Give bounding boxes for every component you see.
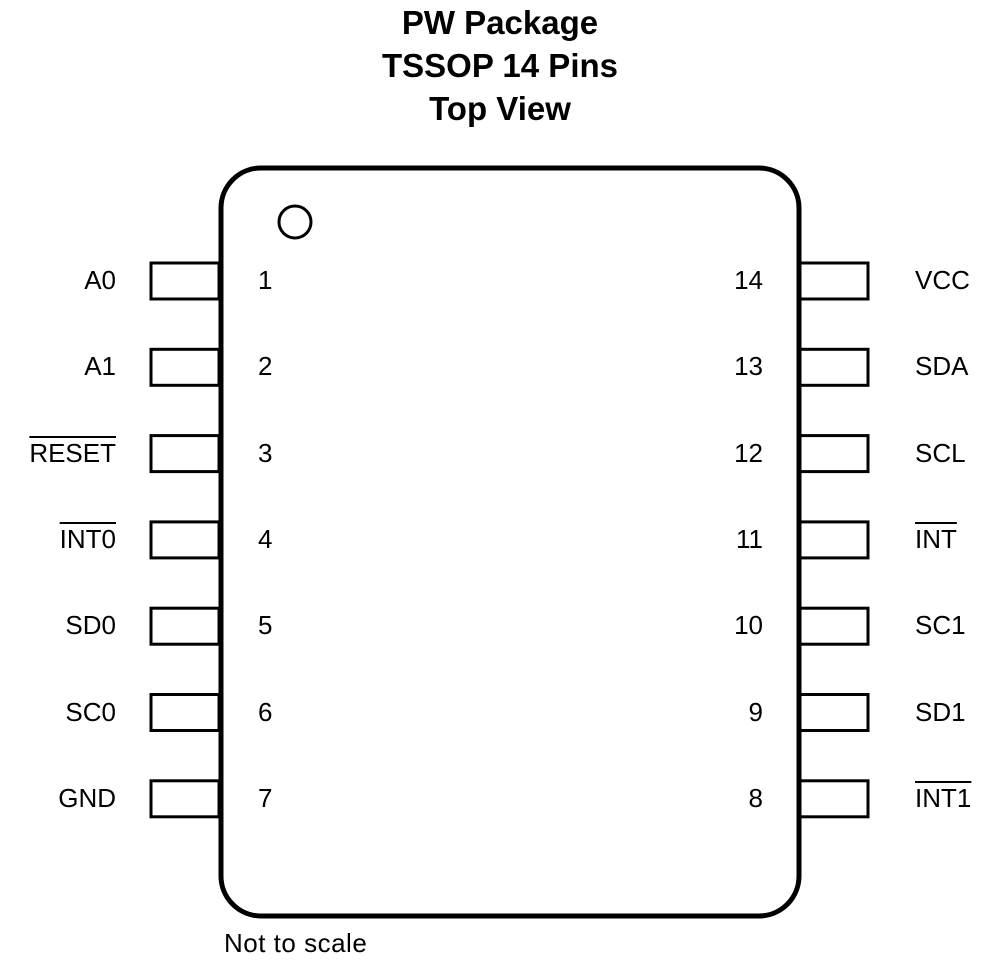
pin-name-sc1: SC1 <box>915 610 966 641</box>
left-pin-lead <box>149 347 221 387</box>
pin-number-6: 6 <box>258 696 273 727</box>
pin-number-14: 14 <box>734 265 763 295</box>
pin-number-10: 10 <box>734 610 763 641</box>
pin-name-a0: A0 <box>84 265 116 295</box>
package-body <box>218 165 802 919</box>
title-line-1: PW Package <box>401 4 599 41</box>
right-pin-lead <box>798 779 870 819</box>
right-pin-lead <box>798 520 870 560</box>
right-pin-lead <box>798 261 870 301</box>
left-pin-lead <box>149 261 221 301</box>
right-pin-lead <box>798 347 870 387</box>
pin-number-8: 8 <box>748 782 763 813</box>
pin-name-sda: SDA <box>915 351 969 382</box>
pin-number-11: 11 <box>736 523 763 554</box>
pin-number-7: 7 <box>258 782 273 813</box>
pin-name-gnd: GND <box>58 782 116 813</box>
pin-number-4: 4 <box>258 523 273 554</box>
left-pin-lead <box>149 606 221 646</box>
pin-name-reset: RESET <box>29 437 116 468</box>
pin-number-3: 3 <box>258 437 273 468</box>
pin-name-sd0: SD0 <box>65 610 116 641</box>
pin-name-vcc: VCC <box>915 265 970 295</box>
left-pin-lead <box>149 520 221 560</box>
right-pin-lead <box>798 693 870 732</box>
pin-number-2: 2 <box>258 351 273 382</box>
title-line-3: Top View <box>429 90 571 127</box>
right-pin-lead <box>798 434 870 474</box>
pin-number-1: 1 <box>258 265 273 295</box>
pin-number-13: 13 <box>734 351 763 382</box>
pin-name-int: INT <box>915 523 957 554</box>
pin-name-int1: INT1 <box>915 782 972 813</box>
pin-number-12: 12 <box>734 437 763 468</box>
pin-name-scl: SCL <box>915 437 966 468</box>
left-pin-lead <box>149 434 221 474</box>
pin-number-9: 9 <box>748 696 763 727</box>
not-to-scale-note: Not to scale <box>224 928 368 958</box>
title-line-2: TSSOP 14 Pins <box>382 47 618 84</box>
pin-name-sc0: SC0 <box>65 696 116 727</box>
right-pin-lead <box>798 606 870 646</box>
pin-number-5: 5 <box>258 610 273 641</box>
left-pin-lead <box>149 693 221 732</box>
pin1-indicator-dot <box>277 204 313 240</box>
pin-name-sd1: SD1 <box>915 696 966 727</box>
pin-name-a1: A1 <box>84 351 116 382</box>
left-pin-lead <box>149 779 221 819</box>
pin-name-int0: INT0 <box>59 523 116 554</box>
